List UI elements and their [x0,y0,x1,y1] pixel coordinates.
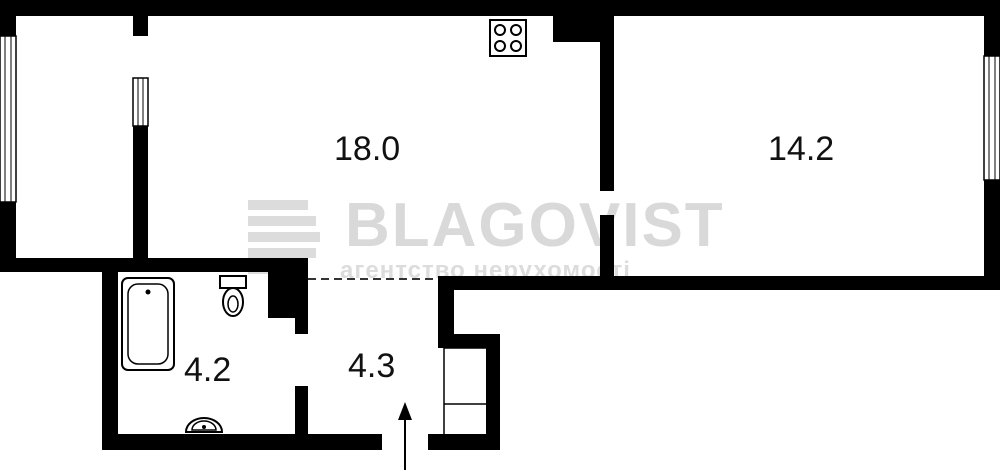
room-area-bedroom: 14.2 [768,130,834,168]
stove-icon [489,19,527,57]
entrance-arrow-icon [398,402,412,470]
toilet-icon [219,275,247,317]
watermark: BLAGOVIST агентство нерухомості [248,191,725,284]
room-area-bathroom: 4.2 [184,351,231,389]
window-left [0,35,17,203]
watermark-brand: BLAGOVIST [345,191,725,260]
room-area-kitchen-living: 18.0 [334,130,400,168]
sink-icon [184,417,224,433]
window-right [983,55,1000,181]
bathtub-icon [121,277,175,371]
closet-lines [443,347,486,434]
partition-window [132,77,149,127]
room-area-hallway: 4.3 [348,347,395,385]
